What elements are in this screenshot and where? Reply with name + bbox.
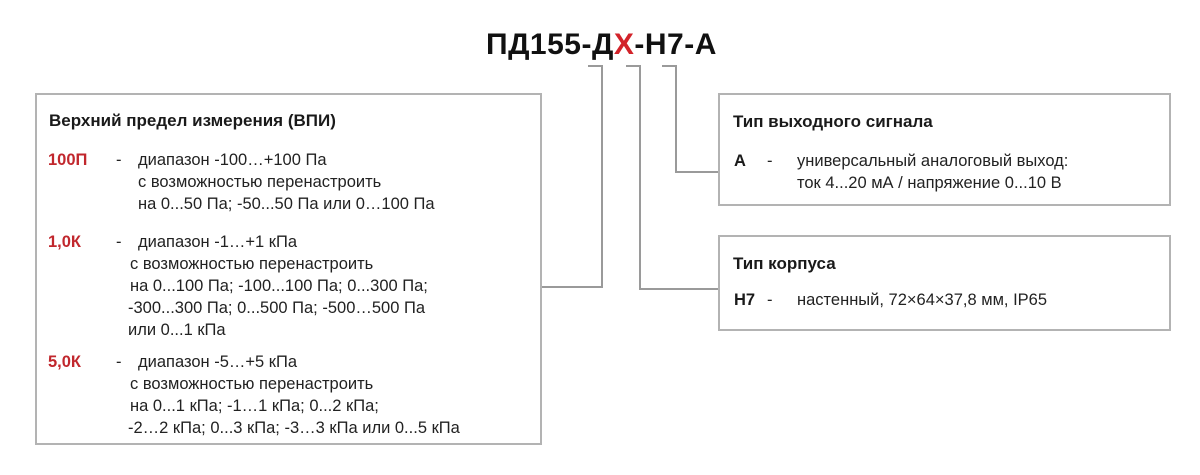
output-code: А — [734, 152, 746, 170]
output-signal-title: Тип выходного сигнала — [733, 112, 933, 131]
range-line: диапазон -5…+5 кПа — [138, 353, 298, 371]
range-line: на 0...50 Па; -50...50 Па или 0…100 Па — [138, 195, 435, 213]
output-dash: - — [767, 152, 773, 170]
model-code: ПД155-ДХ-Н7-А — [486, 28, 717, 62]
case-type-title: Тип корпуса — [733, 254, 836, 273]
output-description-line: ток 4...20 мА / напряжение 0...10 В — [797, 174, 1062, 192]
range-line: -300...300 Па; 0...500 Па; -500…500 Па — [128, 299, 426, 317]
range-box-title: Верхний предел измерения (ВПИ) — [49, 111, 336, 130]
range-code: 1,0К — [48, 233, 82, 251]
range-line: или 0...1 кПа — [128, 321, 226, 339]
range-code: 5,0К — [48, 353, 82, 371]
connector-case — [626, 65, 718, 290]
case-description-line: настенный, 72×64×37,8 мм, IP65 — [797, 291, 1048, 309]
range-dash: - — [116, 151, 122, 169]
output-signal-box: Тип выходного сигнала А - универсальный … — [718, 93, 1171, 206]
range-line: с возможностью перенастроить — [138, 173, 382, 191]
model-code-suffix: -Н7-А — [634, 28, 717, 61]
range-dash: - — [116, 233, 122, 251]
model-code-variable: Х — [613, 28, 635, 61]
range-line: с возможностью перенастроить — [130, 255, 374, 273]
case-dash: - — [767, 291, 773, 309]
case-code: Н7 — [734, 291, 756, 309]
range-line: с возможностью перенастроить — [130, 375, 374, 393]
range-dash: - — [116, 353, 122, 371]
model-code-prefix: ПД155-Д — [486, 28, 614, 61]
range-code: 100П — [48, 151, 88, 169]
case-type-box: Тип корпуса Н7 - настенный, 72×64×37,8 м… — [718, 235, 1171, 331]
range-line: -2…2 кПа; 0...3 кПа; -3…3 кПа или 0...5 … — [128, 419, 460, 437]
output-description-line: универсальный аналоговый выход: — [797, 152, 1069, 170]
range-box: Верхний предел измерения (ВПИ) 100П - ди… — [35, 93, 542, 445]
range-line: диапазон -100…+100 Па — [138, 151, 327, 169]
range-line: на 0...100 Па; -100...100 Па; 0...300 Па… — [130, 277, 428, 295]
connector-range — [542, 65, 603, 288]
connector-output — [662, 65, 718, 173]
range-line: на 0...1 кПа; -1…1 кПа; 0...2 кПа; — [130, 397, 379, 415]
range-line: диапазон -1…+1 кПа — [138, 233, 298, 251]
